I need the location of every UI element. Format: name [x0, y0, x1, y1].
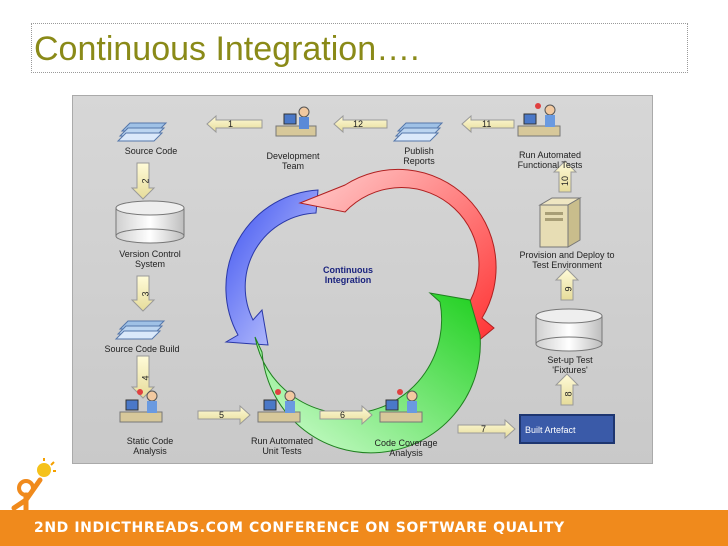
node-source-build-label: Source Code Build	[104, 344, 180, 354]
step-label-12: 12	[353, 119, 364, 129]
step-label-1: 1	[228, 119, 234, 129]
step-label-7: 7	[481, 424, 487, 434]
step-label-10: 10	[560, 175, 571, 187]
source-build-icon	[114, 320, 166, 340]
publish-reports-icon	[392, 122, 444, 142]
footer-bar: 2ND INDICTHREADS.COM CONFERENCE ON SOFTW…	[0, 510, 728, 546]
slide-title: Continuous Integration….	[34, 30, 420, 68]
version-control-cylinder-icon	[115, 200, 185, 244]
step-label-9: 9	[563, 286, 574, 292]
run-functional-tests-icon	[517, 103, 561, 137]
arrow-10	[552, 160, 578, 193]
node-setup-fixtures-label: Set-up Test 'Fixtures'	[547, 355, 593, 375]
node-version-control-label: Version Control System	[119, 249, 181, 269]
step-label-4: 4	[140, 375, 151, 381]
arrow-6	[319, 404, 373, 426]
node-run-unit-label: Run Automated Unit Tests	[250, 436, 314, 456]
arrow-9	[554, 268, 580, 301]
node-run-functional-label: Run Automated Functional Tests	[517, 150, 583, 170]
server-icon	[538, 197, 582, 248]
step-label-6: 6	[340, 410, 346, 420]
node-code-coverage-label: Code Coverage Analysis	[374, 438, 438, 458]
static-analysis-icon	[119, 389, 163, 423]
arrow-7	[457, 418, 516, 440]
arrow-3	[130, 275, 156, 312]
code-coverage-icon	[379, 389, 423, 423]
arrow-2	[130, 162, 156, 200]
mascot-logo-icon	[11, 458, 56, 528]
cycle-center-label: Continuous Integration	[323, 265, 373, 285]
fixtures-cylinder-icon	[535, 308, 603, 352]
arrow-8	[554, 373, 580, 406]
unit-tests-icon	[257, 389, 301, 423]
title-box: Continuous Integration….	[31, 23, 688, 73]
step-label-8: 8	[563, 391, 574, 397]
development-team-icon	[275, 106, 317, 137]
green-cycle-arrow	[254, 292, 481, 454]
step-label-3: 3	[140, 291, 151, 297]
step-label-5: 5	[219, 410, 225, 420]
step-label-11: 11	[482, 119, 492, 129]
step-label-2: 2	[140, 178, 151, 184]
built-artefact-label: Built Artefact	[525, 425, 576, 435]
node-publish-reports-label: Publish Reports	[403, 146, 435, 166]
arrow-5	[197, 404, 251, 426]
built-artefact-box: Built Artefact	[519, 414, 615, 444]
cycle-arrows	[224, 168, 497, 454]
blue-cycle-arrow	[224, 189, 319, 346]
footer-text: 2ND INDICTHREADS.COM CONFERENCE ON SOFTW…	[34, 520, 565, 536]
node-static-analysis-label: Static Code Analysis	[126, 436, 174, 456]
node-provision-deploy-label: Provision and Deploy to Test Environment	[519, 250, 615, 270]
arrow-1	[206, 114, 263, 134]
node-source-code-label: Source Code	[124, 146, 178, 156]
step-arrows	[130, 114, 580, 440]
arrow-11	[461, 114, 515, 134]
arrow-12	[333, 114, 388, 134]
node-development-team-label: Development Team	[266, 151, 320, 171]
source-code-icon	[116, 122, 168, 142]
